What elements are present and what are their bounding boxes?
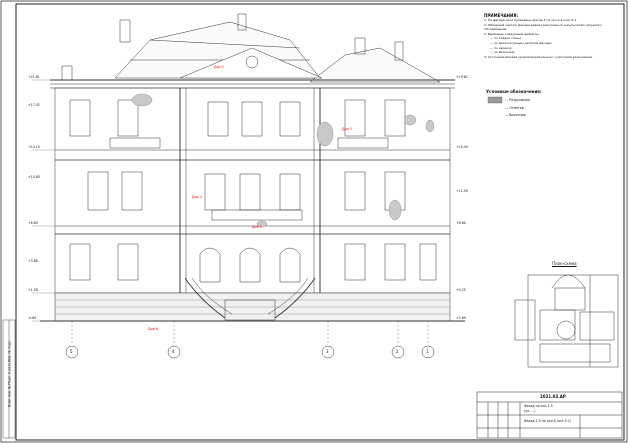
stamp-sidebar: Взам. инв. № Подп. и дата Инв. № подл. [7, 339, 12, 408]
title-block [476, 391, 623, 439]
elevation-label: +19.82 [456, 75, 468, 79]
elevation-label: +17.42 [28, 103, 40, 107]
red-mark: Дом 2 [214, 65, 224, 69]
axis-label: 5 [70, 349, 73, 354]
title-line-2: (ул. ...) [524, 409, 536, 413]
note-3a: — по кладке стены; [490, 36, 522, 41]
sheet-name: Фасад 1-5 по оси А (ось 5-1) [524, 419, 572, 423]
red-mark: Дом 6 [148, 327, 158, 331]
elevation-label: +21.81 [28, 75, 40, 79]
elevation-label: +12.50 [456, 189, 468, 193]
axis-label: 3 [326, 349, 329, 354]
note-1: 1. На фасаде окна приведены фасад 5 по о… [484, 18, 578, 22]
note-3b: — по архитектурным деталям фасада; [490, 40, 552, 45]
note-3c: — по карнизу; [490, 45, 513, 50]
notes-block: ПРИМЕЧАНИЯ: 1. На фасаде окна приведены … [484, 14, 616, 59]
red-mark: Дом 3 [342, 127, 352, 131]
legend-item-damage: — Разрушения [505, 98, 530, 102]
elevation-leaders [32, 79, 55, 322]
windows-middle-floor [87, 171, 406, 221]
building-facade [40, 13, 465, 322]
axis-bubbles [65, 345, 435, 359]
windows-top-floor [69, 99, 406, 149]
sheet-code: 2021.03.АР [540, 394, 566, 399]
title-line-1: Фасад по оси 1-5 [524, 404, 553, 408]
axis-label: 4 [172, 349, 175, 354]
elevation-label: +3.88 [28, 259, 38, 263]
elevation-label: +15.45 [456, 145, 468, 149]
red-mark: Дом 5 [252, 225, 262, 229]
note-3: 3. Выявлены следующие дефекты: [484, 31, 540, 36]
elevation-label: +10.80 [28, 175, 40, 179]
elevation-label: +8.60 [456, 221, 466, 225]
axis-label: 1 [426, 349, 429, 354]
windows-ground-floor [69, 243, 437, 283]
note-2: 2. Обмерный чертеж фасада здания выполне… [484, 22, 602, 32]
note-3d: — по балконам; [490, 50, 516, 55]
legend-header: Условные обозначения: [486, 89, 542, 94]
axis-label: 2 [396, 349, 399, 354]
elevation-label: +13.10 [28, 145, 40, 149]
plan-scheme [514, 274, 619, 368]
red-mark: Дом 4 [192, 195, 202, 199]
plan-scheme-label: План-схема [552, 261, 577, 266]
notes-header: ПРИМЕЧАНИЯ: [484, 13, 519, 18]
elevation-label: +1.58 [28, 288, 38, 292]
stamp-sidebar-lines [2, 319, 16, 439]
legend-swatch-damage [487, 96, 503, 104]
elevation-label: +6.60 [28, 221, 38, 225]
elevation-label: -0.60 [28, 316, 37, 320]
elevation-label: +2.89 [456, 316, 466, 320]
axis-lines [71, 321, 429, 345]
damage-areas [131, 93, 435, 228]
note-4: 4. Состояние фасада удовлетворительное с… [484, 54, 594, 59]
legend-item-marks: — Отметки [505, 106, 524, 110]
legend-item-heights: — Высотные [505, 113, 527, 117]
elevation-label: +5.25 [456, 288, 466, 292]
